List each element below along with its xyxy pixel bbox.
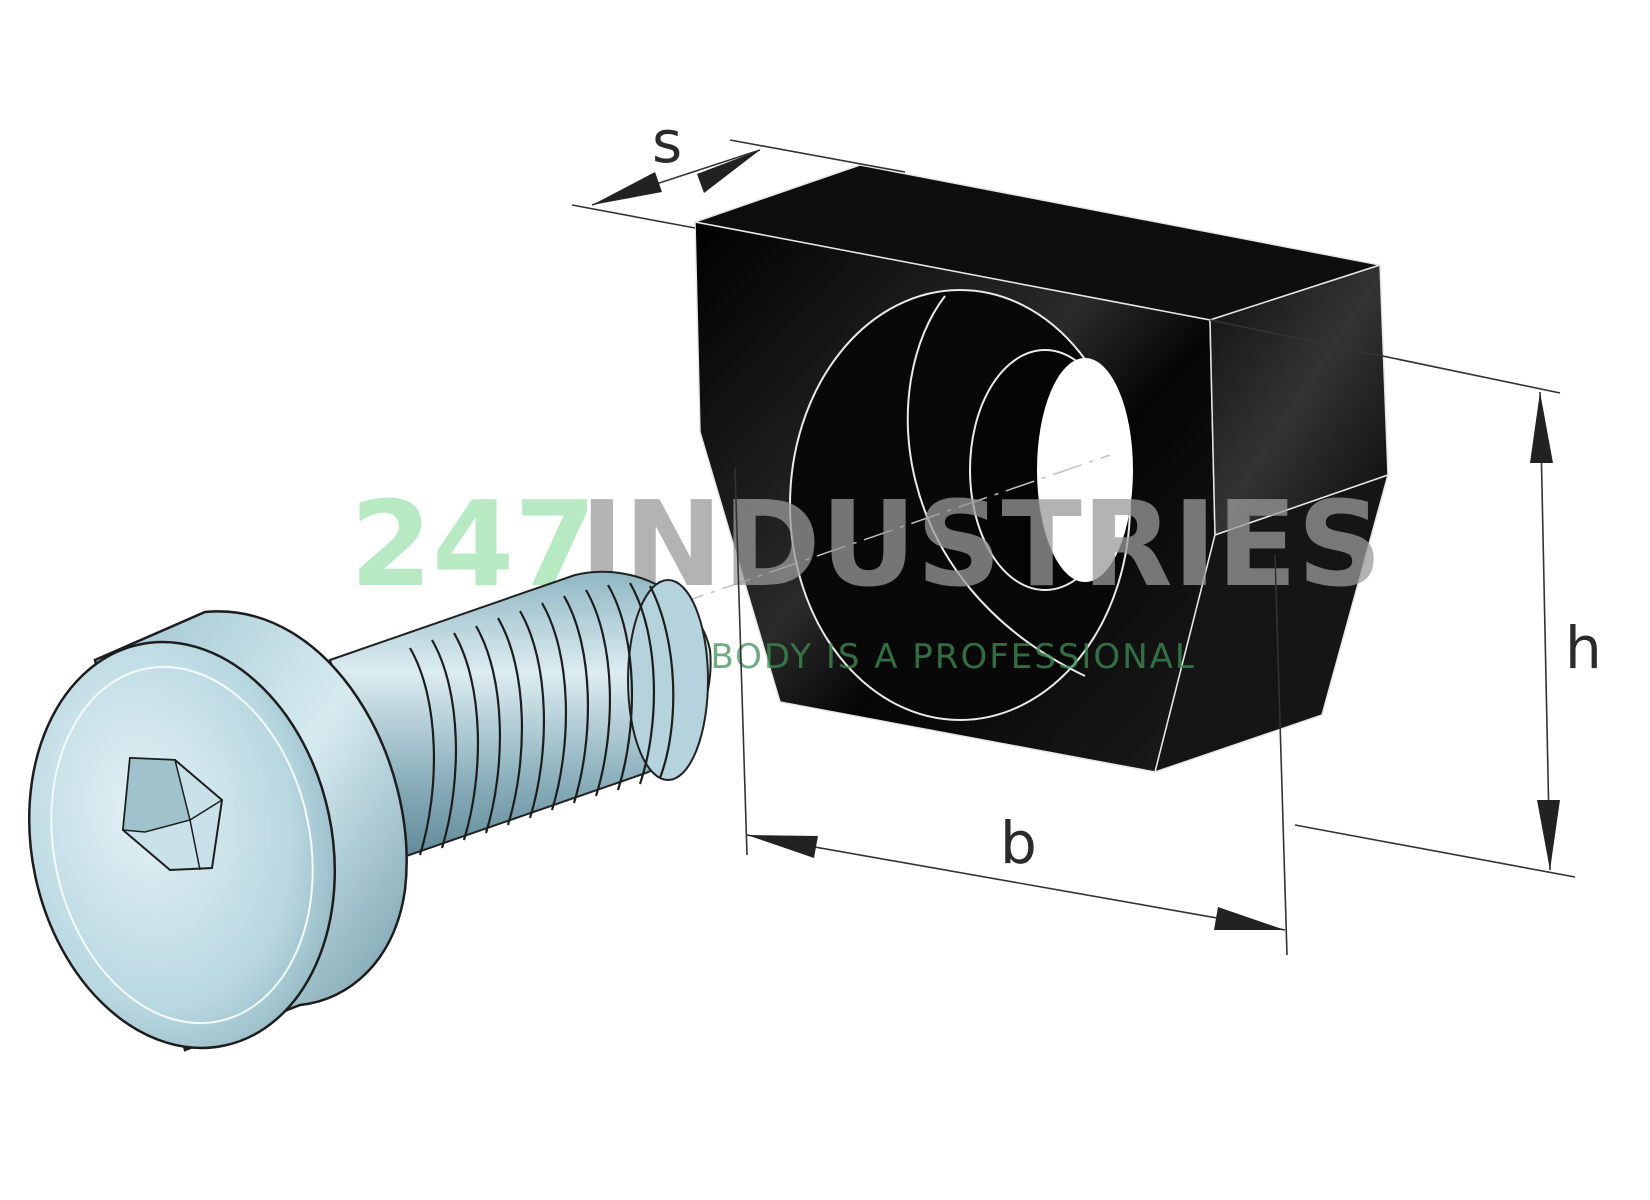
- center-axis-line: [674, 454, 1111, 606]
- counterbore-inner-edge: [906, 295, 1086, 677]
- watermark-word: INDUSTRIES: [580, 475, 1382, 613]
- socket-head-cap-screw-icon: [27, 570, 712, 1052]
- dimension-label-b: b: [1000, 809, 1037, 877]
- screw-head-chamfer: [50, 665, 314, 1025]
- arrow-h-bottom: [1537, 800, 1560, 870]
- arrow-s-right: [697, 150, 760, 193]
- wedge-clamp-block-icon: [674, 164, 1390, 774]
- block-side-lower: [1153, 473, 1390, 774]
- dimension-lines: [571, 139, 1576, 956]
- dimension-label-h: h: [1565, 614, 1602, 682]
- arrow-b-left: [747, 835, 818, 858]
- dimension-label-s: s: [652, 108, 682, 176]
- dimension-arrows: [592, 150, 1560, 930]
- screw-threads: [409, 582, 675, 856]
- arrow-s-left: [592, 172, 662, 205]
- arrow-b-right: [1214, 907, 1285, 930]
- hex-socket-icon: [121, 756, 224, 872]
- arrow-h-top: [1530, 392, 1553, 463]
- through-hole: [1037, 358, 1133, 582]
